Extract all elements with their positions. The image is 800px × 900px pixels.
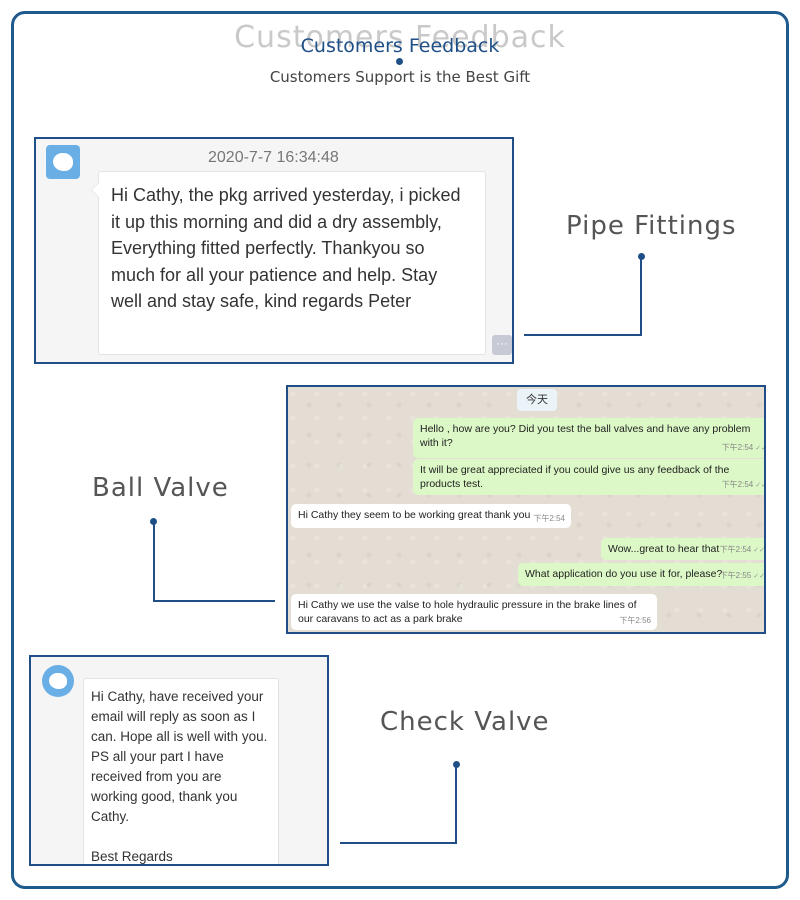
- message-time: 下午2:56: [619, 616, 651, 625]
- chat-message: Hi Cathy they seem to be working great t…: [291, 504, 571, 528]
- chat-message: Hi Cathy we use the valse to hole hydrau…: [291, 594, 657, 630]
- connector-line: [524, 256, 642, 336]
- message-text: Wow...great to hear that: [608, 543, 720, 555]
- ellipsis-icon[interactable]: ···: [492, 335, 512, 355]
- ball-valve-chat-screenshot: 今天 Hello , how are you? Did you test the…: [286, 385, 766, 634]
- chat-message: Hello , how are you? Did you test the ba…: [413, 418, 766, 458]
- avatar: [46, 145, 80, 179]
- ghost-title: Customers Feedback: [234, 20, 566, 55]
- message-text: What application do you use it for, plea…: [525, 568, 723, 580]
- connector-line: [153, 521, 275, 602]
- chat-message: Wow...great to hear that 下午2:54✓✓: [601, 538, 765, 560]
- chat-message: It will be great appreciated if you coul…: [413, 459, 766, 495]
- message-text: Hi Cathy they seem to be working great t…: [298, 509, 531, 521]
- message-time: 下午2:55: [719, 571, 752, 580]
- message-time: 下午2:54: [533, 514, 565, 523]
- day-chip: 今天: [517, 389, 557, 411]
- avatar-icon: [49, 673, 67, 689]
- connector-line: [340, 764, 457, 844]
- message-bubble: Hi Cathy, the pkg arrived yesterday, i p…: [91, 171, 486, 355]
- avatar-icon: [53, 153, 73, 171]
- message-time: 下午2:54: [719, 545, 752, 554]
- message-bubble: Hi Cathy, have received your email will …: [83, 678, 279, 864]
- page-title: Customers Feedback: [300, 35, 500, 57]
- message-time: 下午2:54: [721, 480, 754, 489]
- chat-message: What application do you use it for, plea…: [518, 563, 765, 586]
- read-tick-icon: ✓✓: [753, 547, 765, 554]
- check-valve-chat-screenshot: Hi Cathy, have received your email will …: [29, 655, 329, 866]
- message-text: It will be great appreciated if you coul…: [420, 464, 730, 490]
- label-pipe-fittings: Pipe Fittings: [566, 211, 737, 241]
- avatar: [42, 665, 74, 697]
- pipe-fittings-chat-screenshot: 2020-7-7 16:34:48 Hi Cathy, the pkg arri…: [34, 137, 514, 364]
- page-subtitle: Customers Support is the Best Gift: [269, 68, 531, 86]
- message-text: Hello , how are you? Did you test the ba…: [420, 423, 751, 449]
- message-timestamp: 2020-7-7 16:34:48: [208, 149, 339, 166]
- label-check-valve: Check Valve: [380, 707, 550, 737]
- read-tick-icon: ✓✓: [755, 482, 766, 489]
- message-time: 下午2:54: [721, 443, 754, 452]
- title-dot: [396, 58, 403, 65]
- read-tick-icon: ✓✓: [753, 573, 765, 580]
- label-ball-valve: Ball Valve: [92, 473, 229, 503]
- read-tick-icon: ✓✓: [755, 445, 766, 452]
- message-text: Hi Cathy we use the valse to hole hydrau…: [298, 599, 637, 625]
